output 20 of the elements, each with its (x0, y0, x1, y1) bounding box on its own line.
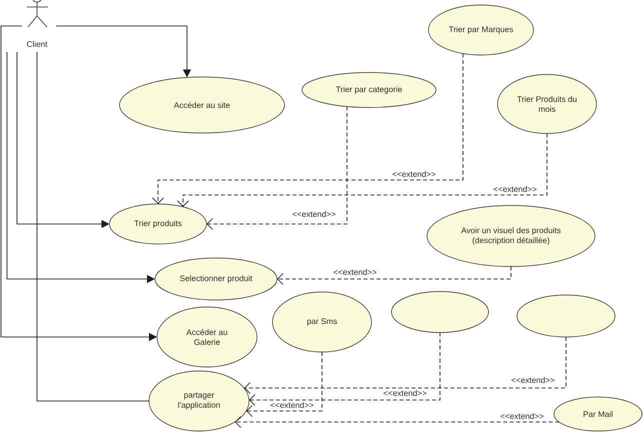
edge-label: <<extend>> (270, 401, 314, 409)
dashed-arrow (246, 352, 322, 417)
connector-line (36, 52, 150, 402)
dashed-arrow (277, 266, 512, 285)
edge-label: <<extend>> (500, 412, 544, 420)
edge-label: <<extend>> (392, 170, 436, 178)
edge-label: <<extend>> (492, 185, 538, 193)
dashed-arrow (244, 336, 566, 394)
edge-label: <<extend>> (510, 376, 556, 384)
dashed-arrow (152, 53, 464, 204)
edge-label: <<extend>> (382, 389, 428, 397)
edge-label: <<extend>> (332, 268, 378, 276)
edge-label: <<extend>> (292, 210, 336, 218)
dashed-arrow (234, 416, 560, 428)
dashed-arrow (248, 332, 440, 406)
use-case-ellipse (516, 294, 616, 338)
use-case-ellipse (391, 291, 489, 333)
dashed-arrow (177, 133, 548, 207)
dashed-arrow (206, 106, 348, 230)
actor-name: Client (26, 41, 48, 47)
